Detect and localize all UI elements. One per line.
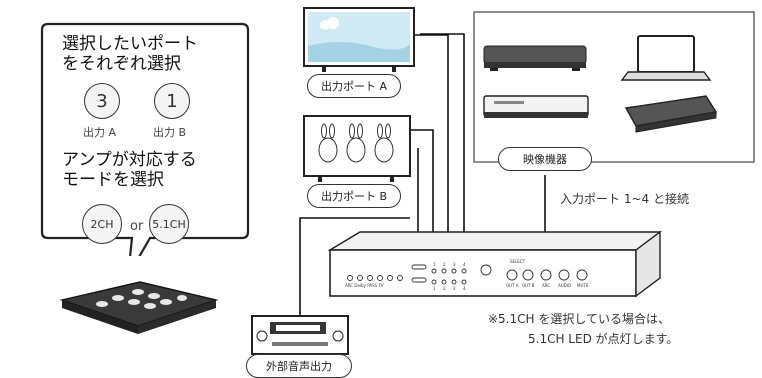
tv-b-icon — [303, 115, 411, 182]
laptop-icon — [620, 35, 712, 81]
device-port-top-4: 4 — [463, 262, 466, 267]
bluray-player-icon — [483, 45, 587, 71]
output-a-label: 出力ポート A — [307, 74, 401, 98]
device-port-top-2: 2 — [443, 262, 446, 267]
port-b-selector[interactable]: 1 — [154, 83, 190, 119]
mode-2ch-button[interactable]: 2CH — [82, 204, 122, 244]
device-select-label: SELECT — [510, 259, 526, 264]
device-output-2: ARC — [542, 283, 551, 288]
amplifier-icon — [251, 315, 349, 355]
device-port-bottom-4: 4 — [463, 286, 466, 291]
mode-51ch-button[interactable]: 5.1CH — [149, 204, 189, 244]
note-line-2: 5.1CH LED が点灯します。 — [528, 332, 679, 346]
tv-a-icon — [303, 7, 415, 72]
speech-bubble — [40, 22, 250, 256]
dvd-player-icon — [483, 95, 589, 118]
device-output-4: MUTE — [577, 283, 589, 288]
mode-or-label: or — [130, 219, 144, 234]
port-a-label: 出力 A — [83, 126, 117, 139]
hdmi-switch-device — [327, 230, 663, 298]
bubble-line-2: をそれぞれ選択 — [62, 54, 181, 74]
output-b-label: 出力ポート B — [307, 184, 401, 208]
device-port-bottom-1: 1 — [433, 286, 436, 291]
game-console-icon — [624, 95, 718, 133]
video-devices-frame — [473, 11, 755, 163]
note-line-1: ※5.1CH を選択している場合は、 — [488, 312, 670, 326]
device-port-top-1: 1 — [433, 262, 436, 267]
device-port-top-3: 3 — [453, 262, 456, 267]
device-left-group-label: ARC Dolby PASS TV — [345, 283, 384, 288]
port-a-selector[interactable]: 3 — [84, 83, 120, 119]
device-output-0: OUT A — [506, 283, 519, 288]
bubble-line-3: アンプが対応する — [62, 150, 197, 170]
device-port-bottom-2: 2 — [443, 286, 446, 291]
bubble-line-4: モードを選択 — [62, 170, 164, 190]
remote-control-icon — [59, 281, 219, 334]
wire-video-in — [420, 33, 465, 232]
port-b-label: 出力 B — [153, 126, 187, 139]
device-output-3: AUDIO — [558, 283, 572, 288]
input-ports-label: 入力ポート 1~4 と接続 — [560, 192, 689, 206]
video-devices-label: 映像機器 — [498, 147, 592, 171]
bubble-line-1: 選択したいポート — [62, 34, 198, 54]
wire-audio-out — [299, 217, 410, 318]
external-audio-label: 外部音声出力 — [246, 354, 352, 378]
device-port-bottom-3: 3 — [453, 286, 456, 291]
device-output-1: OUT B — [522, 283, 535, 288]
